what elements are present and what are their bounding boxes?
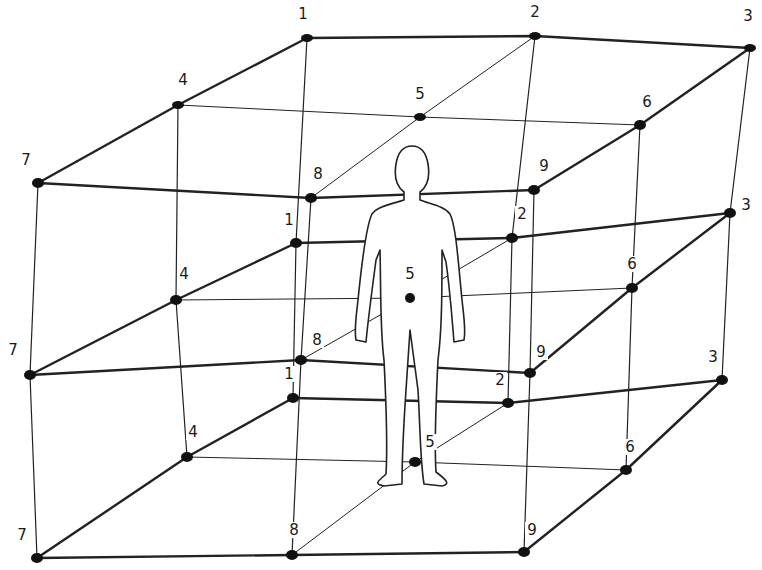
callout-number: 1 (282, 366, 296, 382)
callout-number: 2 (493, 372, 507, 388)
callout-number: 8 (310, 332, 324, 348)
callout-number: 7 (19, 152, 33, 168)
callout-number: 3 (706, 349, 720, 365)
callout-number: 7 (15, 527, 29, 543)
callout-number: 6 (623, 439, 637, 455)
callout-number: 1 (296, 6, 310, 22)
callout-number: 3 (741, 8, 755, 24)
callout-number: 5 (413, 86, 427, 102)
callout-number: 9 (537, 158, 551, 174)
callout-number: 7 (6, 342, 20, 358)
callout-number: 6 (640, 94, 654, 110)
callout-number: 1 (282, 212, 296, 228)
callout-number: 2 (515, 206, 529, 222)
callout-number: 6 (625, 256, 639, 272)
callout-number: 4 (176, 72, 190, 88)
callout-number: 9 (525, 522, 539, 538)
callout-number: 8 (311, 166, 325, 182)
callout-number: 4 (186, 424, 200, 440)
callout-number: 4 (177, 266, 191, 282)
callout-number: 8 (287, 522, 301, 538)
callout-number: 2 (528, 4, 542, 20)
callout-number: 5 (403, 266, 417, 282)
callout-number: 3 (739, 197, 753, 213)
callout-number: 9 (534, 344, 548, 360)
callout-number: 5 (423, 434, 437, 450)
